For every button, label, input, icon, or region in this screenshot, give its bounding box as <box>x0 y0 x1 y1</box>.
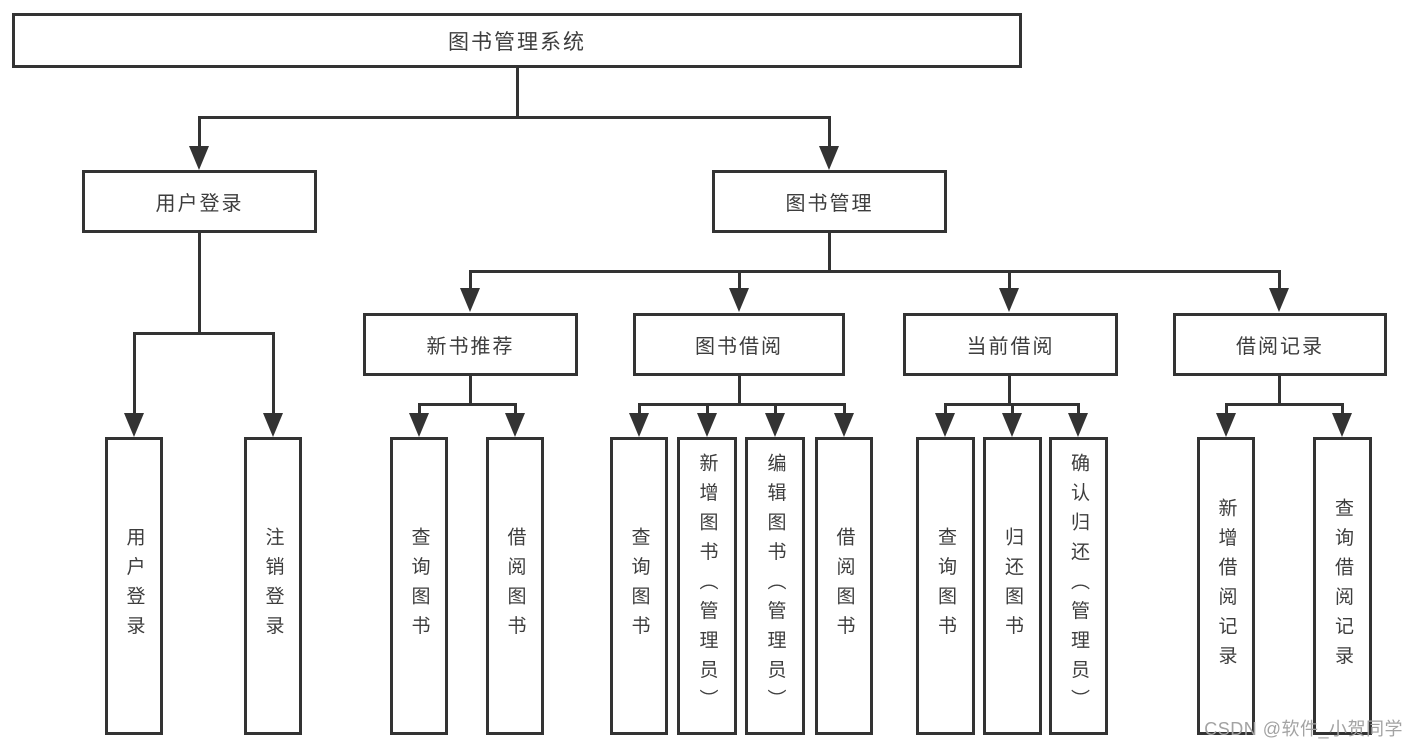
connector-book-mgmt-vertical <box>828 233 831 272</box>
connector-horizontal <box>638 403 846 406</box>
leaf-label: 新增借阅记录 <box>1215 497 1237 675</box>
connector-stem <box>1011 403 1014 415</box>
leaf-label: 编辑图书（管理员） <box>764 453 786 719</box>
arrow-down-icon <box>834 413 854 437</box>
leaf-label: 借阅图书 <box>833 527 855 645</box>
connector-stem <box>469 270 472 290</box>
connector-stem <box>774 403 777 415</box>
leaf-label: 注销登录 <box>262 527 284 645</box>
node-label: 当前借阅 <box>966 336 1055 358</box>
leaf-label: 查询借阅记录 <box>1332 497 1353 675</box>
arrow-down-icon <box>189 146 209 170</box>
leaf-label: 新增图书（管理员） <box>696 453 718 719</box>
arrow-down-icon <box>124 413 144 437</box>
connector-vertical <box>1008 376 1011 405</box>
node-user-login: 用户登录 <box>82 170 317 233</box>
connector-horizontal <box>1225 403 1344 406</box>
connector-stem <box>198 116 201 150</box>
connector-stem <box>1341 403 1344 415</box>
node-library-management-system: 图书管理系统 <box>12 13 1022 68</box>
leaf-return-book: 归还图书 <box>983 437 1042 735</box>
connector-user-login-horizontal <box>133 332 275 335</box>
arrow-down-icon <box>263 413 283 437</box>
connector-stem <box>944 403 947 415</box>
arrow-down-icon <box>505 413 525 437</box>
connector-stem <box>1008 270 1011 290</box>
node-current-borrowing: 当前借阅 <box>903 313 1118 376</box>
connector-stem <box>133 332 136 415</box>
leaf-query-borrow-record: 查询借阅记录 <box>1313 437 1372 735</box>
connector-user-login-vertical <box>198 233 201 334</box>
connector-stem <box>1225 403 1228 415</box>
leaf-query-book-recommend: 查询图书 <box>390 437 448 735</box>
connector-stem <box>638 403 641 415</box>
arrow-down-icon <box>999 288 1019 312</box>
arrow-down-icon <box>409 413 429 437</box>
arrow-down-icon <box>819 146 839 170</box>
leaf-label: 确认归还（管理员） <box>1068 453 1089 719</box>
arrow-down-icon <box>729 288 749 312</box>
arrow-down-icon <box>460 288 480 312</box>
leaf-logout: 注销登录 <box>244 437 302 735</box>
leaf-add-borrow-record: 新增借阅记录 <box>1197 437 1255 735</box>
leaf-borrow-book-recommend: 借阅图书 <box>486 437 544 735</box>
leaf-label: 查询图书 <box>408 527 430 645</box>
connector-book-mgmt-horizontal <box>469 270 1281 273</box>
leaf-label: 查询图书 <box>935 527 956 645</box>
arrow-down-icon <box>697 413 717 437</box>
arrow-down-icon <box>1002 413 1022 437</box>
arrow-down-icon <box>1068 413 1088 437</box>
connector-root-vertical <box>516 68 519 118</box>
node-book-borrowing: 图书借阅 <box>633 313 845 376</box>
leaf-label: 查询图书 <box>628 527 650 645</box>
connector-stem <box>514 403 517 415</box>
connector-stem <box>1278 270 1281 290</box>
csdn-watermark: CSDN @软件_小贺同学 <box>1204 719 1403 739</box>
connector-stem <box>1077 403 1080 415</box>
leaf-query-book-borrowing: 查询图书 <box>610 437 668 735</box>
connector-vertical <box>738 376 741 405</box>
connector-stem <box>843 403 846 415</box>
arrow-down-icon <box>1216 413 1236 437</box>
connector-stem <box>706 403 709 415</box>
arrow-down-icon <box>1269 288 1289 312</box>
node-label: 新书推荐 <box>426 336 515 358</box>
leaf-user-login: 用户登录 <box>105 437 163 735</box>
node-label: 用户登录 <box>155 193 244 215</box>
connector-root-horizontal <box>198 116 831 119</box>
arrow-down-icon <box>1332 413 1352 437</box>
leaf-add-book-admin: 新增图书（管理员） <box>677 437 737 735</box>
leaf-confirm-return-admin: 确认归还（管理员） <box>1049 437 1108 735</box>
arrow-down-icon <box>629 413 649 437</box>
node-label: 图书管理 <box>785 193 874 215</box>
connector-stem <box>272 332 275 415</box>
node-label: 图书管理系统 <box>448 30 586 54</box>
leaf-label: 用户登录 <box>123 527 145 645</box>
node-new-book-recommend: 新书推荐 <box>363 313 578 376</box>
leaf-borrow-book: 借阅图书 <box>815 437 873 735</box>
connector-stem <box>418 403 421 415</box>
node-book-management: 图书管理 <box>712 170 947 233</box>
connector-horizontal <box>418 403 517 406</box>
leaf-edit-book-admin: 编辑图书（管理员） <box>745 437 805 735</box>
connector-stem <box>828 116 831 150</box>
node-borrow-records: 借阅记录 <box>1173 313 1387 376</box>
leaf-label: 归还图书 <box>1002 527 1023 645</box>
leaf-label: 借阅图书 <box>504 527 526 645</box>
leaf-query-book-current: 查询图书 <box>916 437 975 735</box>
arrow-down-icon <box>935 413 955 437</box>
node-label: 借阅记录 <box>1236 336 1324 358</box>
connector-stem <box>738 270 741 290</box>
arrow-down-icon <box>765 413 785 437</box>
connector-vertical <box>469 376 472 405</box>
node-label: 图书借阅 <box>695 336 783 358</box>
connector-vertical <box>1278 376 1281 405</box>
